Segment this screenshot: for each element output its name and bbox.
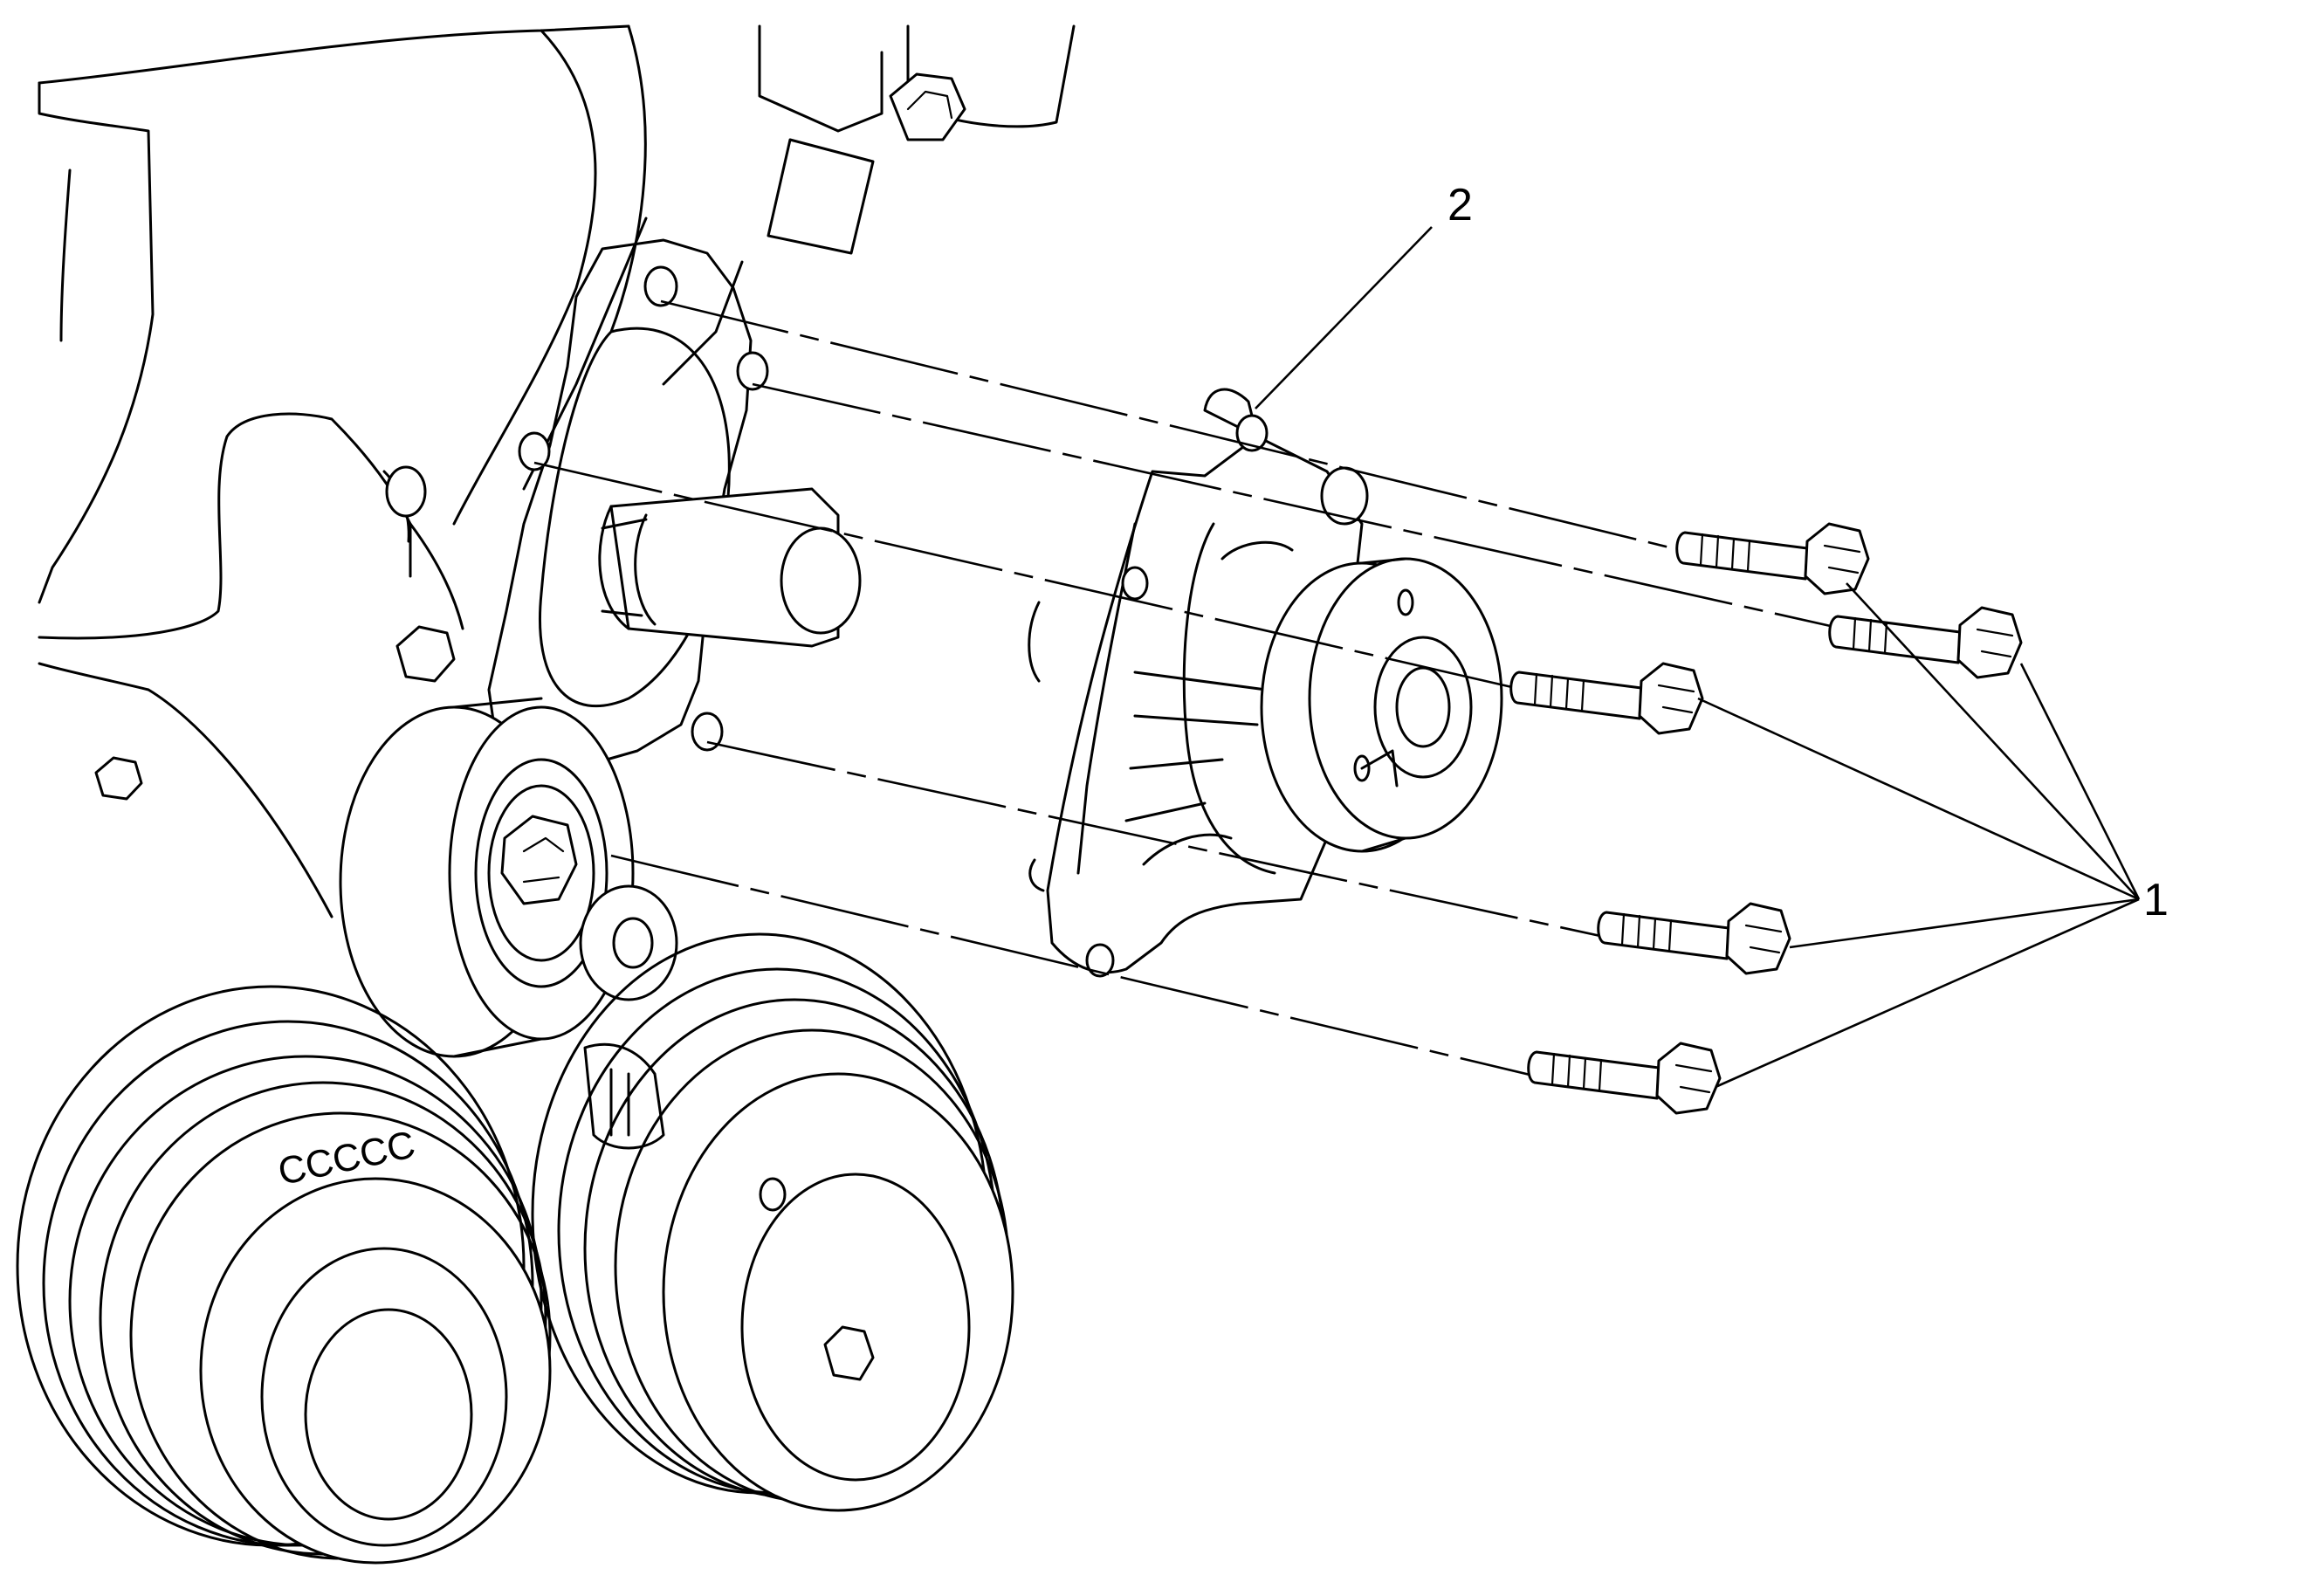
- pump-mounting-face: [385, 238, 862, 779]
- bolt: [1527, 1042, 1722, 1115]
- callout-leaders: [1255, 226, 2141, 1089]
- callout-label-1: 1: [2143, 875, 2169, 925]
- bolts: [1509, 522, 2023, 1115]
- idler-pulley: [339, 697, 678, 1150]
- water-pump: [1028, 388, 1503, 978]
- alignment-lines: [533, 299, 1843, 1084]
- bolt: [1597, 902, 1791, 975]
- crankshaft-pulley: CCCCC: [16, 985, 552, 1565]
- bolt: [1675, 522, 1870, 595]
- engine-front-cover: [38, 24, 1076, 918]
- bolt: [1509, 662, 1704, 735]
- accessory-pulley: [531, 932, 1014, 1512]
- bolt: [1828, 606, 2023, 679]
- callout-label-2: 2: [1447, 180, 1473, 230]
